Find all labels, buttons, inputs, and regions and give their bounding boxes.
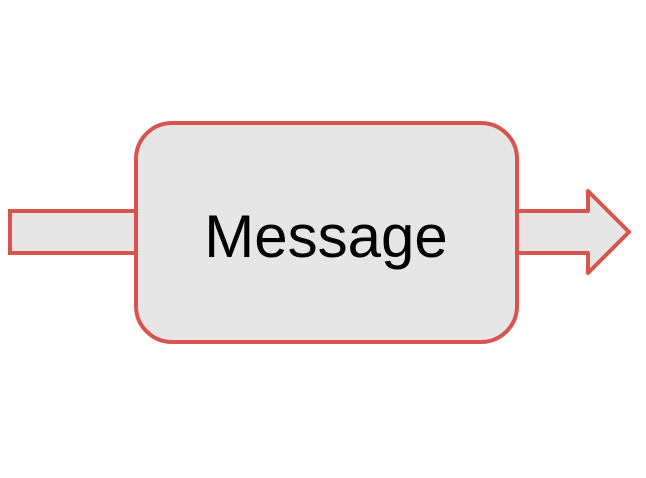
message-node-label: Message [204,203,447,270]
input-arrow [8,209,142,255]
message-node [134,121,519,344]
output-arrow [511,189,631,275]
